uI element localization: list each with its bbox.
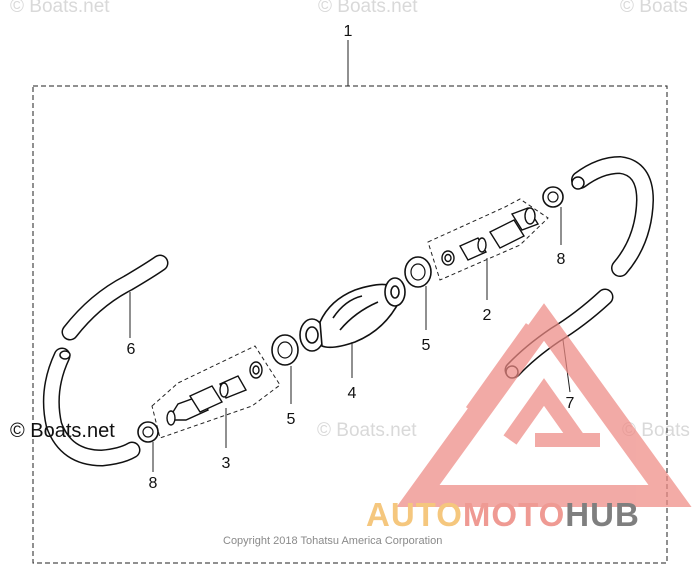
callout-left-connector: 3 (222, 455, 231, 472)
hose-right-end-top (571, 176, 585, 190)
watermark-mid-center: © Boats.net (317, 420, 417, 441)
callout-clamp-left: 5 (287, 411, 296, 428)
clamp-right (404, 256, 432, 288)
logo-moto: MOTO (462, 496, 566, 533)
hose-left-lower (42, 347, 141, 467)
connector-right (441, 207, 540, 266)
ring-right (542, 186, 564, 208)
callout-right-connector: 2 (483, 307, 492, 324)
callout-ring-right: 8 (557, 251, 566, 268)
callout-bulb: 4 (348, 385, 357, 402)
hose-right-upper (571, 155, 655, 277)
hose-left-upper (61, 254, 169, 341)
logo-triangle (396, 303, 692, 507)
assembly-boundary (32, 85, 668, 564)
watermark-mid-left: © Boats.net (10, 420, 115, 442)
logo-auto: AUTO (366, 496, 463, 533)
watermark-top-left: © Boats.net (10, 0, 110, 17)
right-connector-box (427, 198, 549, 281)
connector-left (166, 361, 263, 426)
callout-assembly: 1 (344, 23, 353, 40)
callout-hose-right: 7 (566, 395, 575, 412)
logo-wordmark: AUTOMOTOHUB (366, 496, 640, 534)
clamp-left (271, 334, 299, 366)
hose-left-end (59, 350, 71, 360)
callout-hose-left: 6 (127, 341, 136, 358)
watermark-top-right: © Boats (620, 0, 688, 17)
ring-left (137, 421, 159, 443)
logo-hub: HUB (565, 496, 640, 533)
callout-ring-left: 8 (149, 475, 158, 492)
watermark-top-center: © Boats.net (318, 0, 418, 17)
primer-bulb (299, 277, 406, 352)
callout-clamp-right: 5 (422, 337, 431, 354)
copyright-notice: Copyright 2018 Tohatsu America Corporati… (223, 535, 443, 547)
